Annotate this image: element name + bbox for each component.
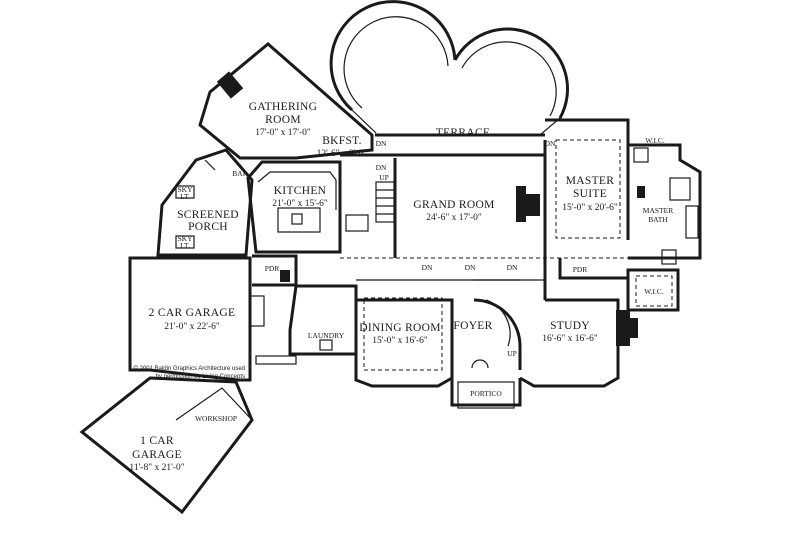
screened-porch-label: SCREENED [177,209,239,221]
skylight-label-top: SKY [177,185,193,194]
workshop-label: WORKSHOP [195,414,237,423]
gathering-room-label-2: ROOM [265,114,301,126]
rear-stair [345,181,395,232]
dining-room-dims: 15'-0" x 16'-6" [372,336,428,346]
laundry-label: LAUNDRY [308,331,345,340]
terrace-label: TERRACE [436,127,491,139]
kitchen-walls [246,160,342,254]
pdr-left-label: PDR [265,264,280,273]
grand-room-dims: 24'-6" x 17'-0" [426,213,482,223]
up-marker-1: UP [379,173,389,182]
two-car-garage-walls [128,256,265,382]
skylight-label-bottom: SKY [177,234,193,243]
garage1-label-2: GARAGE [132,449,182,461]
dining-room-label: DINING ROOM [359,322,441,334]
copyright-line1: © 2001 Baldin Graphics Architecture used [134,365,245,372]
dn-marker-2: DN [545,139,556,148]
dn-marker-3: DN [376,163,387,172]
portico-label: PORTICO [470,389,502,398]
foyer-label: FOYER [453,320,492,332]
bar-label: BAR [232,169,247,178]
dn-marker-5: DN [465,263,476,272]
master-suite-label: MASTER [566,175,614,187]
skylight-label-top-2: LT. [180,192,190,201]
study-label: STUDY [550,320,590,332]
front-walls [354,258,638,409]
wic-bottom-label: W.I.C. [644,287,664,296]
study-dims: 16'-6" x 16'-6" [542,334,598,344]
terrace-outline [329,0,569,136]
gathering-room-dims: 17'-0" x 17'-0" [255,128,311,138]
screened-porch-label-2: PORCH [188,221,228,233]
kitchen-dims: 21'-0" x 15'-6" [272,199,328,209]
gathering-room-label: GATHERING [249,101,318,113]
master-suite-dims: 15'-0" x 20'-6" [562,203,618,213]
dn-marker-4: DN [422,263,433,272]
master-bath-label: MASTER [643,206,673,215]
pdr-left-walls [252,254,298,287]
bkfst-dims: 12'-6" x 9'-0" [317,149,368,159]
dn-marker-6: DN [507,263,518,272]
garage2-label: 2 CAR GARAGE [149,307,236,319]
laundry-walls [255,284,358,365]
copyright-line2: by permission by Living Concepts [156,374,245,380]
wic-top-label: W.I.C. [645,136,665,145]
master-suite-label-2: SUITE [573,188,607,200]
up-marker-2: UP [507,349,517,358]
pdr-right-walls [558,249,680,312]
master-bath-label-2: BATH [648,215,668,224]
dn-marker-1: DN [376,139,387,148]
garage1-dims: 11'-8" x 21'-0" [129,463,184,473]
screened-porch-walls [156,148,254,257]
garage2-dims: 21'-0" x 22'-6" [164,322,220,332]
skylight-label-bottom-2: LT. [180,241,190,250]
garage1-label: 1 CAR [140,435,174,447]
kitchen-label: KITCHEN [274,185,327,197]
bkfst-label: BKFST. [322,135,362,147]
one-car-garage-walls [79,376,254,515]
pdr-right-label: PDR [573,265,588,274]
gathering-room-walls [198,42,374,160]
grand-room-label: GRAND ROOM [413,199,494,211]
main-walls [340,118,702,260]
